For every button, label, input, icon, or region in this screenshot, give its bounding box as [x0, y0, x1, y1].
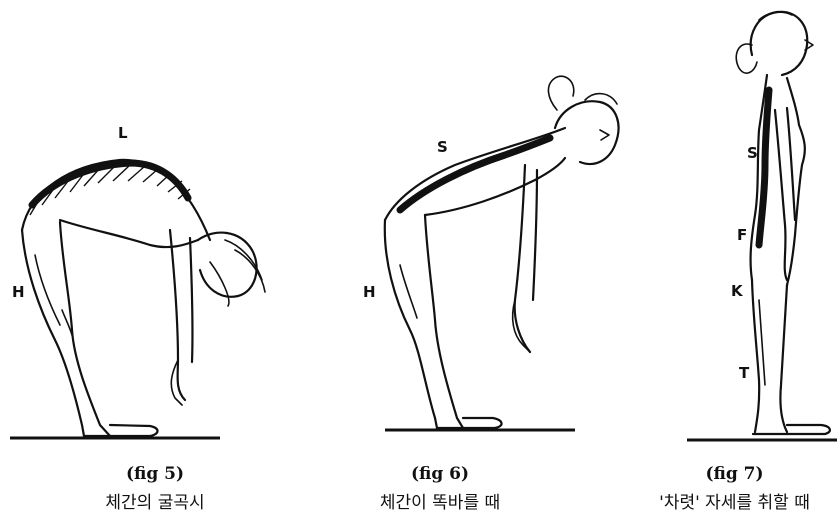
fig7-label-t: T [739, 364, 750, 382]
fig6-face [600, 130, 609, 140]
fig5-leg-marks [35, 255, 72, 335]
fig7-torso-front [787, 78, 805, 285]
fig5-label-top: L [118, 124, 128, 142]
fig5-label-hip: H [12, 283, 25, 301]
fig5-feet [84, 425, 158, 436]
fig5-caption: (fig 5) 체간의 굴곡시 [60, 464, 250, 513]
fig5-hand [171, 360, 182, 405]
fig5-caption-text: 체간의 굴곡시 [60, 488, 250, 513]
fig5-head [198, 233, 257, 297]
fig5-back-outline [22, 160, 210, 240]
fig7-caption: (fig 7) '차렷' 자세를 취할 때 [632, 464, 837, 513]
fig6-torso-front [425, 158, 565, 215]
fig5-torso-front [60, 220, 198, 247]
fig7-hair [736, 12, 792, 73]
fig7-label-s: S [747, 144, 758, 162]
fig6-label-hip: H [363, 283, 376, 301]
fig6-head [555, 101, 619, 164]
fig7-illustration: S F K T [687, 0, 837, 450]
fig6-number: (fig 6) [340, 464, 540, 484]
fig7-caption-text: '차렷' 자세를 취할 때 [632, 488, 837, 513]
fig5-number: (fig 5) [60, 464, 250, 484]
fig7-number: (fig 7) [632, 464, 837, 484]
fig7-legs [752, 280, 787, 432]
fig5-illustration: L H [0, 0, 290, 450]
fig5-legs [22, 222, 110, 436]
fig7-label-k: K [731, 282, 744, 300]
fig7-leg-marks [759, 300, 765, 385]
fig7-feet [753, 425, 830, 434]
fig6-label-top: S [437, 138, 448, 156]
fig6-leg-marks [400, 265, 417, 318]
fig6-feet [437, 418, 502, 428]
fig6-arm [515, 165, 537, 352]
fig6-illustration: S H [355, 0, 635, 450]
fig5-spine [32, 163, 188, 205]
fig6-spine [400, 138, 550, 210]
fig7-label-f: F [737, 226, 747, 244]
fig7-head [751, 12, 807, 75]
fig6-caption: (fig 6) 체간이 똑바를 때 [340, 464, 540, 513]
fig6-caption-text: 체간이 똑바를 때 [340, 488, 540, 513]
fig6-legs [385, 215, 463, 428]
